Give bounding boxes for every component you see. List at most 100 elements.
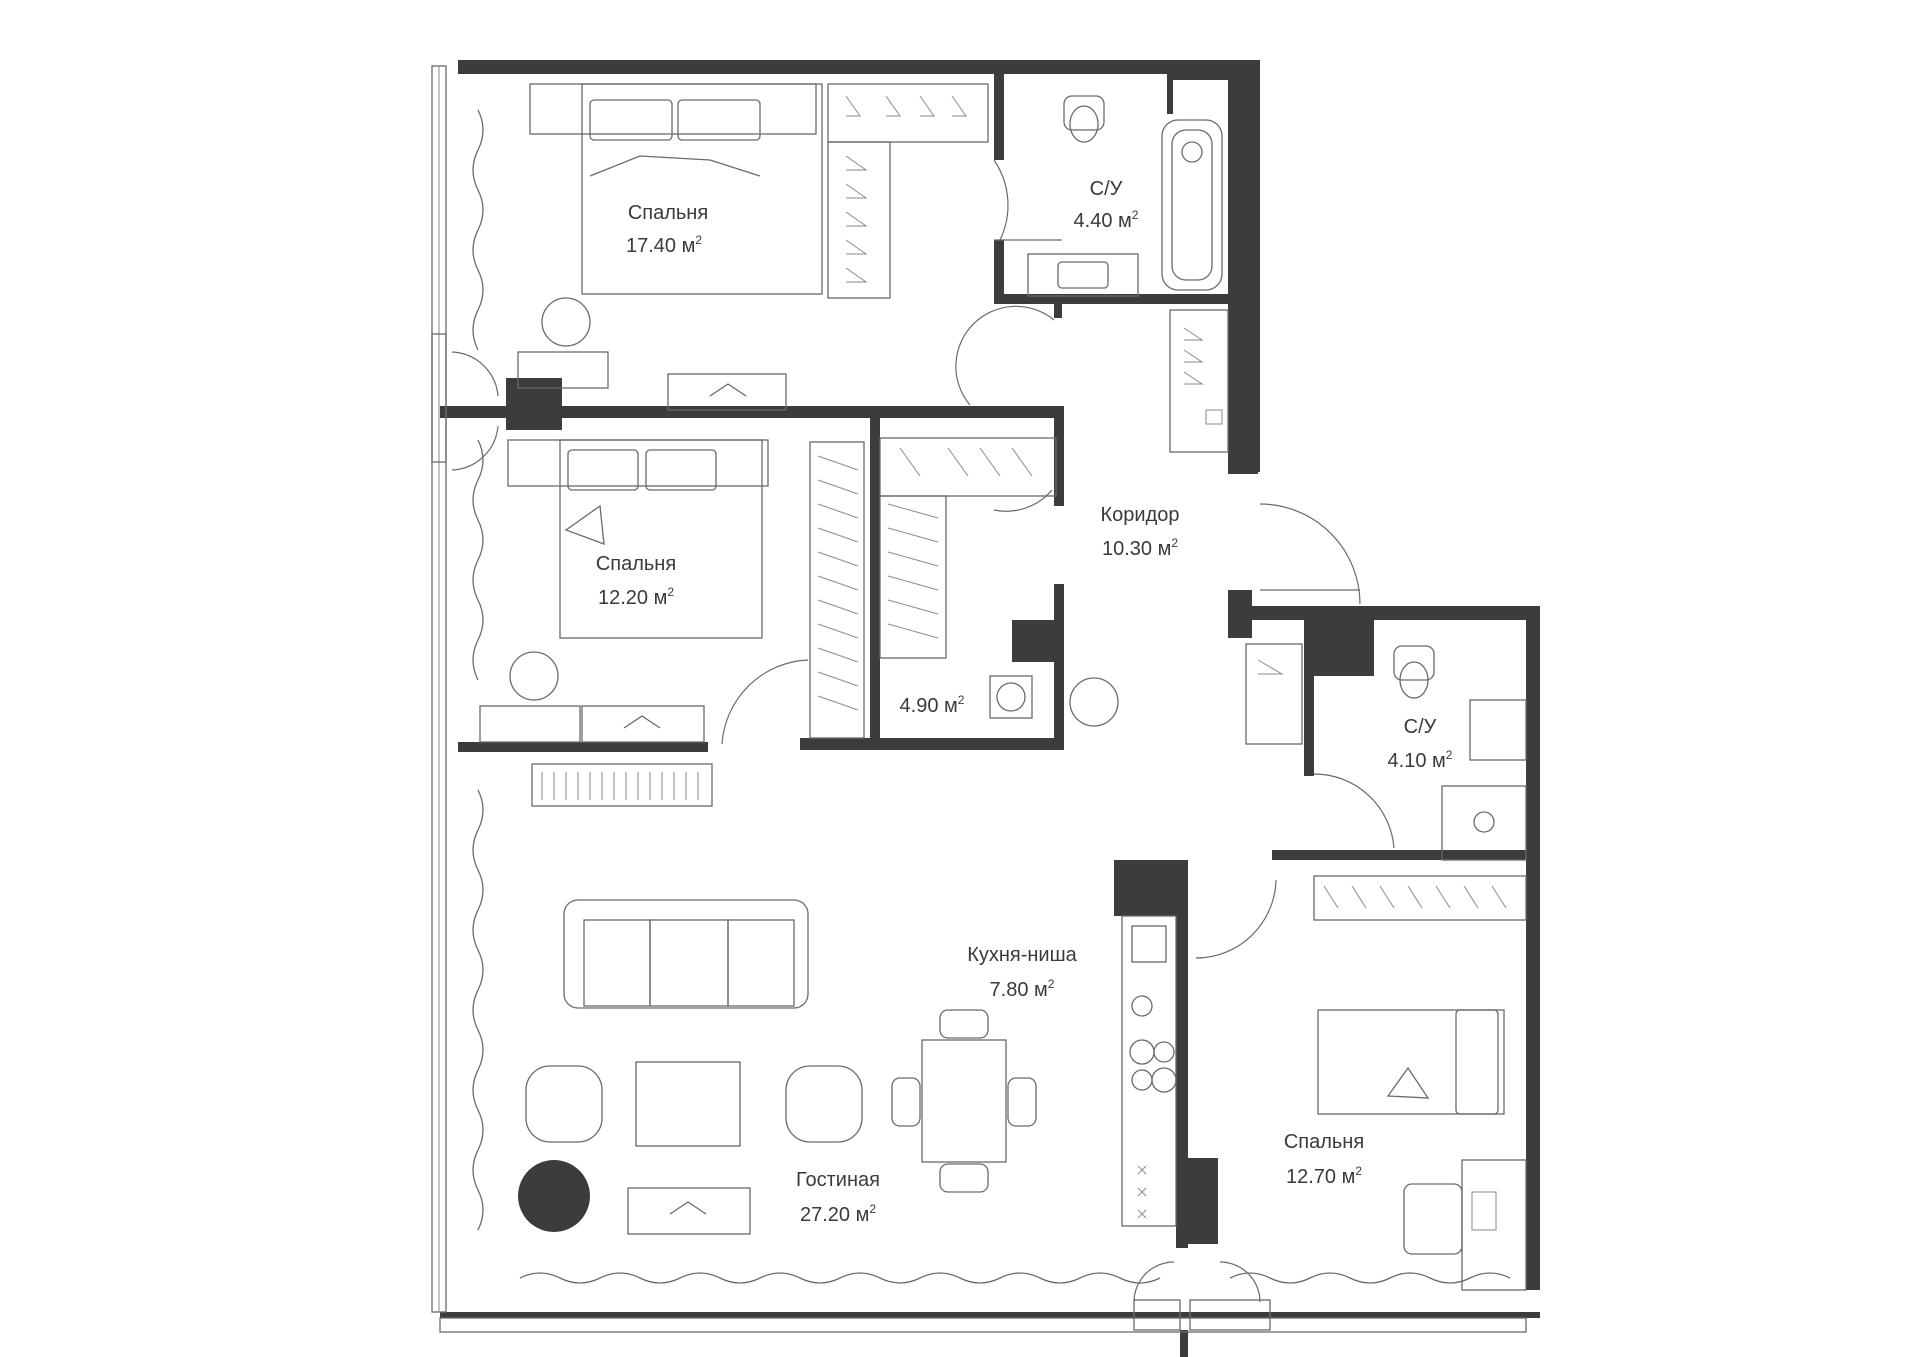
door-swing [451,425,499,471]
nightstand [517,351,609,389]
room-area-wardrobe: 4.90 м2 [900,693,965,717]
curtain [472,789,484,1231]
bath1-wall-left-lower [994,240,1004,302]
room-name-bedroom-2: Спальня [596,553,676,575]
room-name-corridor: Коридор [1101,504,1180,526]
kitchen-box-inner [1124,870,1164,906]
curtain [472,109,484,351]
tv-unit [667,373,787,411]
kitchen-counter [1121,915,1177,1227]
outer-wall-right-upper [1228,60,1260,472]
corridor-closet [1169,309,1229,453]
wall [1054,406,1064,506]
door-swing [1133,1261,1175,1303]
closet [1245,643,1303,745]
sink [1469,699,1527,761]
bathroom-2-fixtures [1245,643,1527,861]
column-2 [1176,1158,1218,1244]
armchair [785,1065,863,1143]
washing-machine [989,675,1033,719]
wall-segment [1167,74,1173,114]
bedroom2-wall-bottom [458,742,708,752]
chair [891,1077,921,1127]
blanket-edge [589,155,761,177]
bedroom-2-furniture [479,439,769,743]
window-frame [1133,1299,1181,1331]
sofa [563,899,809,1009]
wall-stub [1054,304,1062,318]
room-name-kitchen: Кухня-ниша [967,944,1077,966]
dining-table [921,1039,1007,1163]
living-furniture [518,763,1037,1235]
wardrobe-top [827,83,989,299]
room-area-kitchen: 7.80 м2 [990,977,1055,1001]
wall-segment [1167,74,1231,80]
closet [879,437,1057,497]
bedroom-divider-wall [440,406,1064,418]
window-bottom [439,1317,1527,1333]
column [506,378,562,430]
closet [1313,875,1527,921]
bathroom-1-fixtures [1027,95,1223,297]
plant [518,1160,590,1232]
sink [1131,925,1167,963]
balcony-door-frame [431,333,447,463]
pillow [589,99,673,141]
chair [1007,1077,1037,1127]
desk-chair [1403,1183,1463,1255]
outer-wall-top-right [1228,606,1540,620]
bedroom-1-furniture [517,83,823,411]
tv-unit [581,705,705,743]
wardrobe-wall-bottom [800,738,1064,750]
chair [939,1163,989,1193]
curtain [472,439,484,681]
closet [827,141,891,299]
room-name-bedroom-1: Спальня [628,202,708,224]
room-area-living: 27.20 м2 [800,1202,876,1226]
room-name-bathroom-1: С/У [1090,178,1123,200]
window-frame [1189,1299,1271,1331]
radiator [531,763,713,807]
chair [939,1009,989,1039]
bath2-wall-left [1304,620,1314,770]
wardrobe-closets [809,437,1119,739]
side-table [509,651,559,701]
pillow [1455,1009,1499,1115]
kitchen-bedroom-wall [1176,860,1188,1248]
corridor-wall [1228,460,1258,474]
closet [809,441,865,739]
pillow [567,449,639,491]
doors [721,159,1395,959]
closet [879,495,947,659]
double-bed [559,439,763,639]
toilet [1063,95,1105,131]
double-bed [581,83,823,295]
bath2-wall [1304,740,1314,776]
door-swing [1219,1261,1261,1303]
sink [1027,253,1139,297]
room-area-bedroom-3: 12.70 м2 [1286,1164,1362,1188]
shower [1441,785,1527,861]
room-name-bathroom-2: С/У [1404,716,1437,738]
kitchen-fixtures [1121,915,1177,1227]
closet [1169,309,1229,453]
curtain-bottom [519,1272,1161,1284]
stool [1069,677,1119,727]
bedroom3-wall-top [1272,850,1526,860]
curtain-bottom [1229,1272,1511,1284]
room-name-living: Гостиная [796,1169,880,1191]
wardrobe-wall [870,418,880,748]
side-table [541,297,591,347]
pillow [645,449,717,491]
room-labels: Спальня 17.40 м2 С/У 4.40 м2 Спальня 12.… [596,178,1453,1226]
room-area-bedroom-1: 17.40 м2 [626,233,702,257]
bath2-box-inner [1314,630,1364,666]
bath1-wall-bottom [994,294,1232,304]
toilet [1393,645,1435,681]
coffee-table [635,1061,741,1147]
pillow [677,99,761,141]
room-name-bedroom-3: Спальня [1284,1131,1364,1153]
bathtub [1161,119,1223,291]
bedroom-3-furniture [1313,875,1527,1291]
